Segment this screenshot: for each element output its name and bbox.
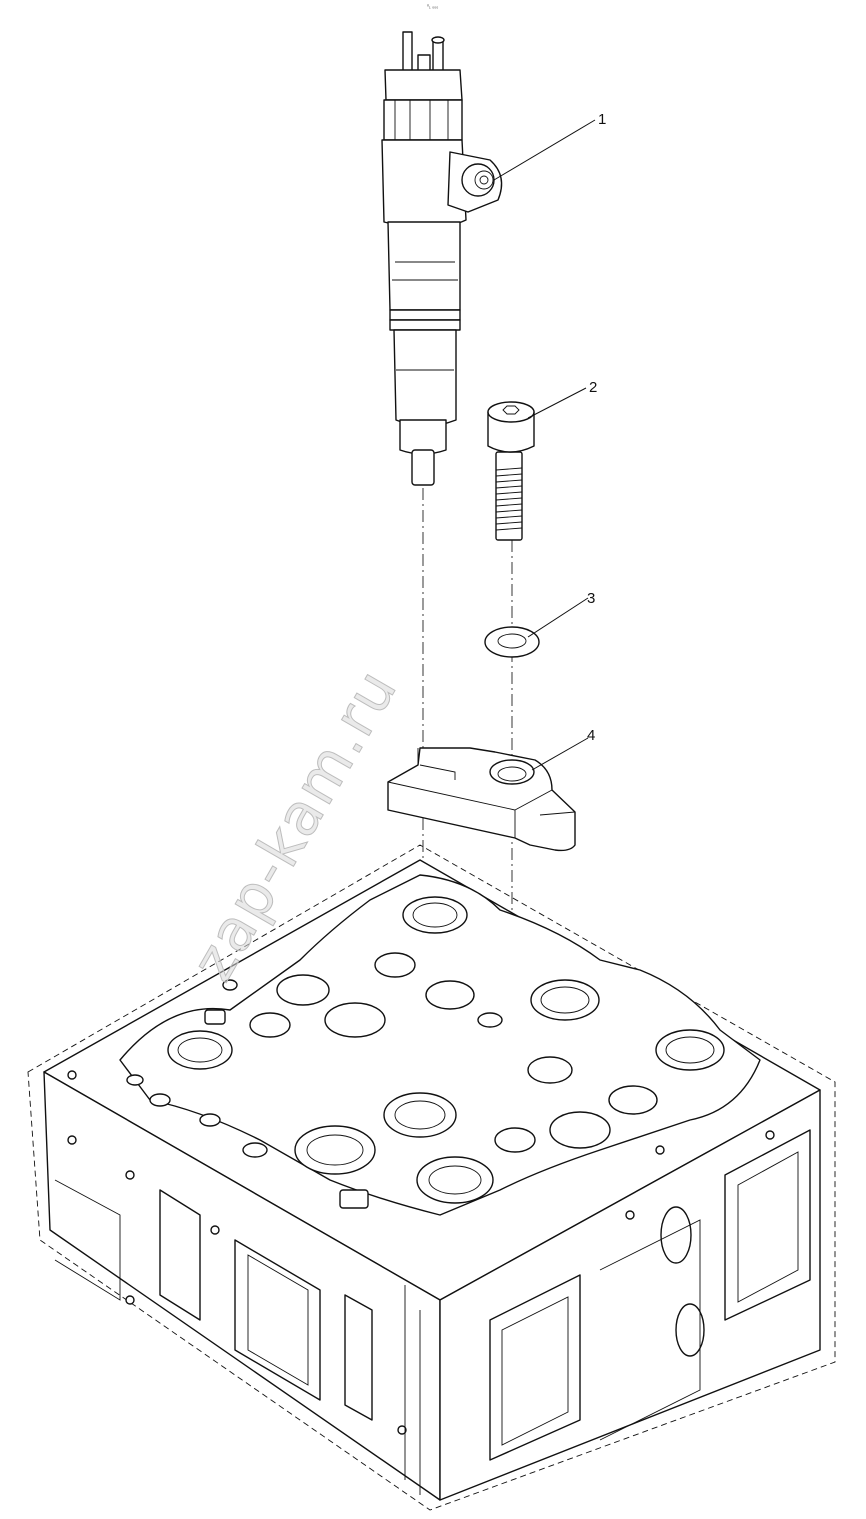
callout-3: 3 bbox=[587, 590, 595, 607]
washer bbox=[484, 626, 540, 658]
clamp-bracket bbox=[387, 747, 576, 852]
leader-lines bbox=[493, 119, 596, 771]
callout-4: 4 bbox=[587, 727, 595, 744]
callout-2: 2 bbox=[589, 379, 597, 396]
fuel-injector bbox=[381, 31, 503, 486]
cap-screw bbox=[487, 401, 535, 541]
top-mark: ⁰₁ ₀₀₀ bbox=[427, 4, 438, 10]
cylinder-head bbox=[27, 844, 836, 1511]
callout-1: 1 bbox=[598, 111, 606, 128]
